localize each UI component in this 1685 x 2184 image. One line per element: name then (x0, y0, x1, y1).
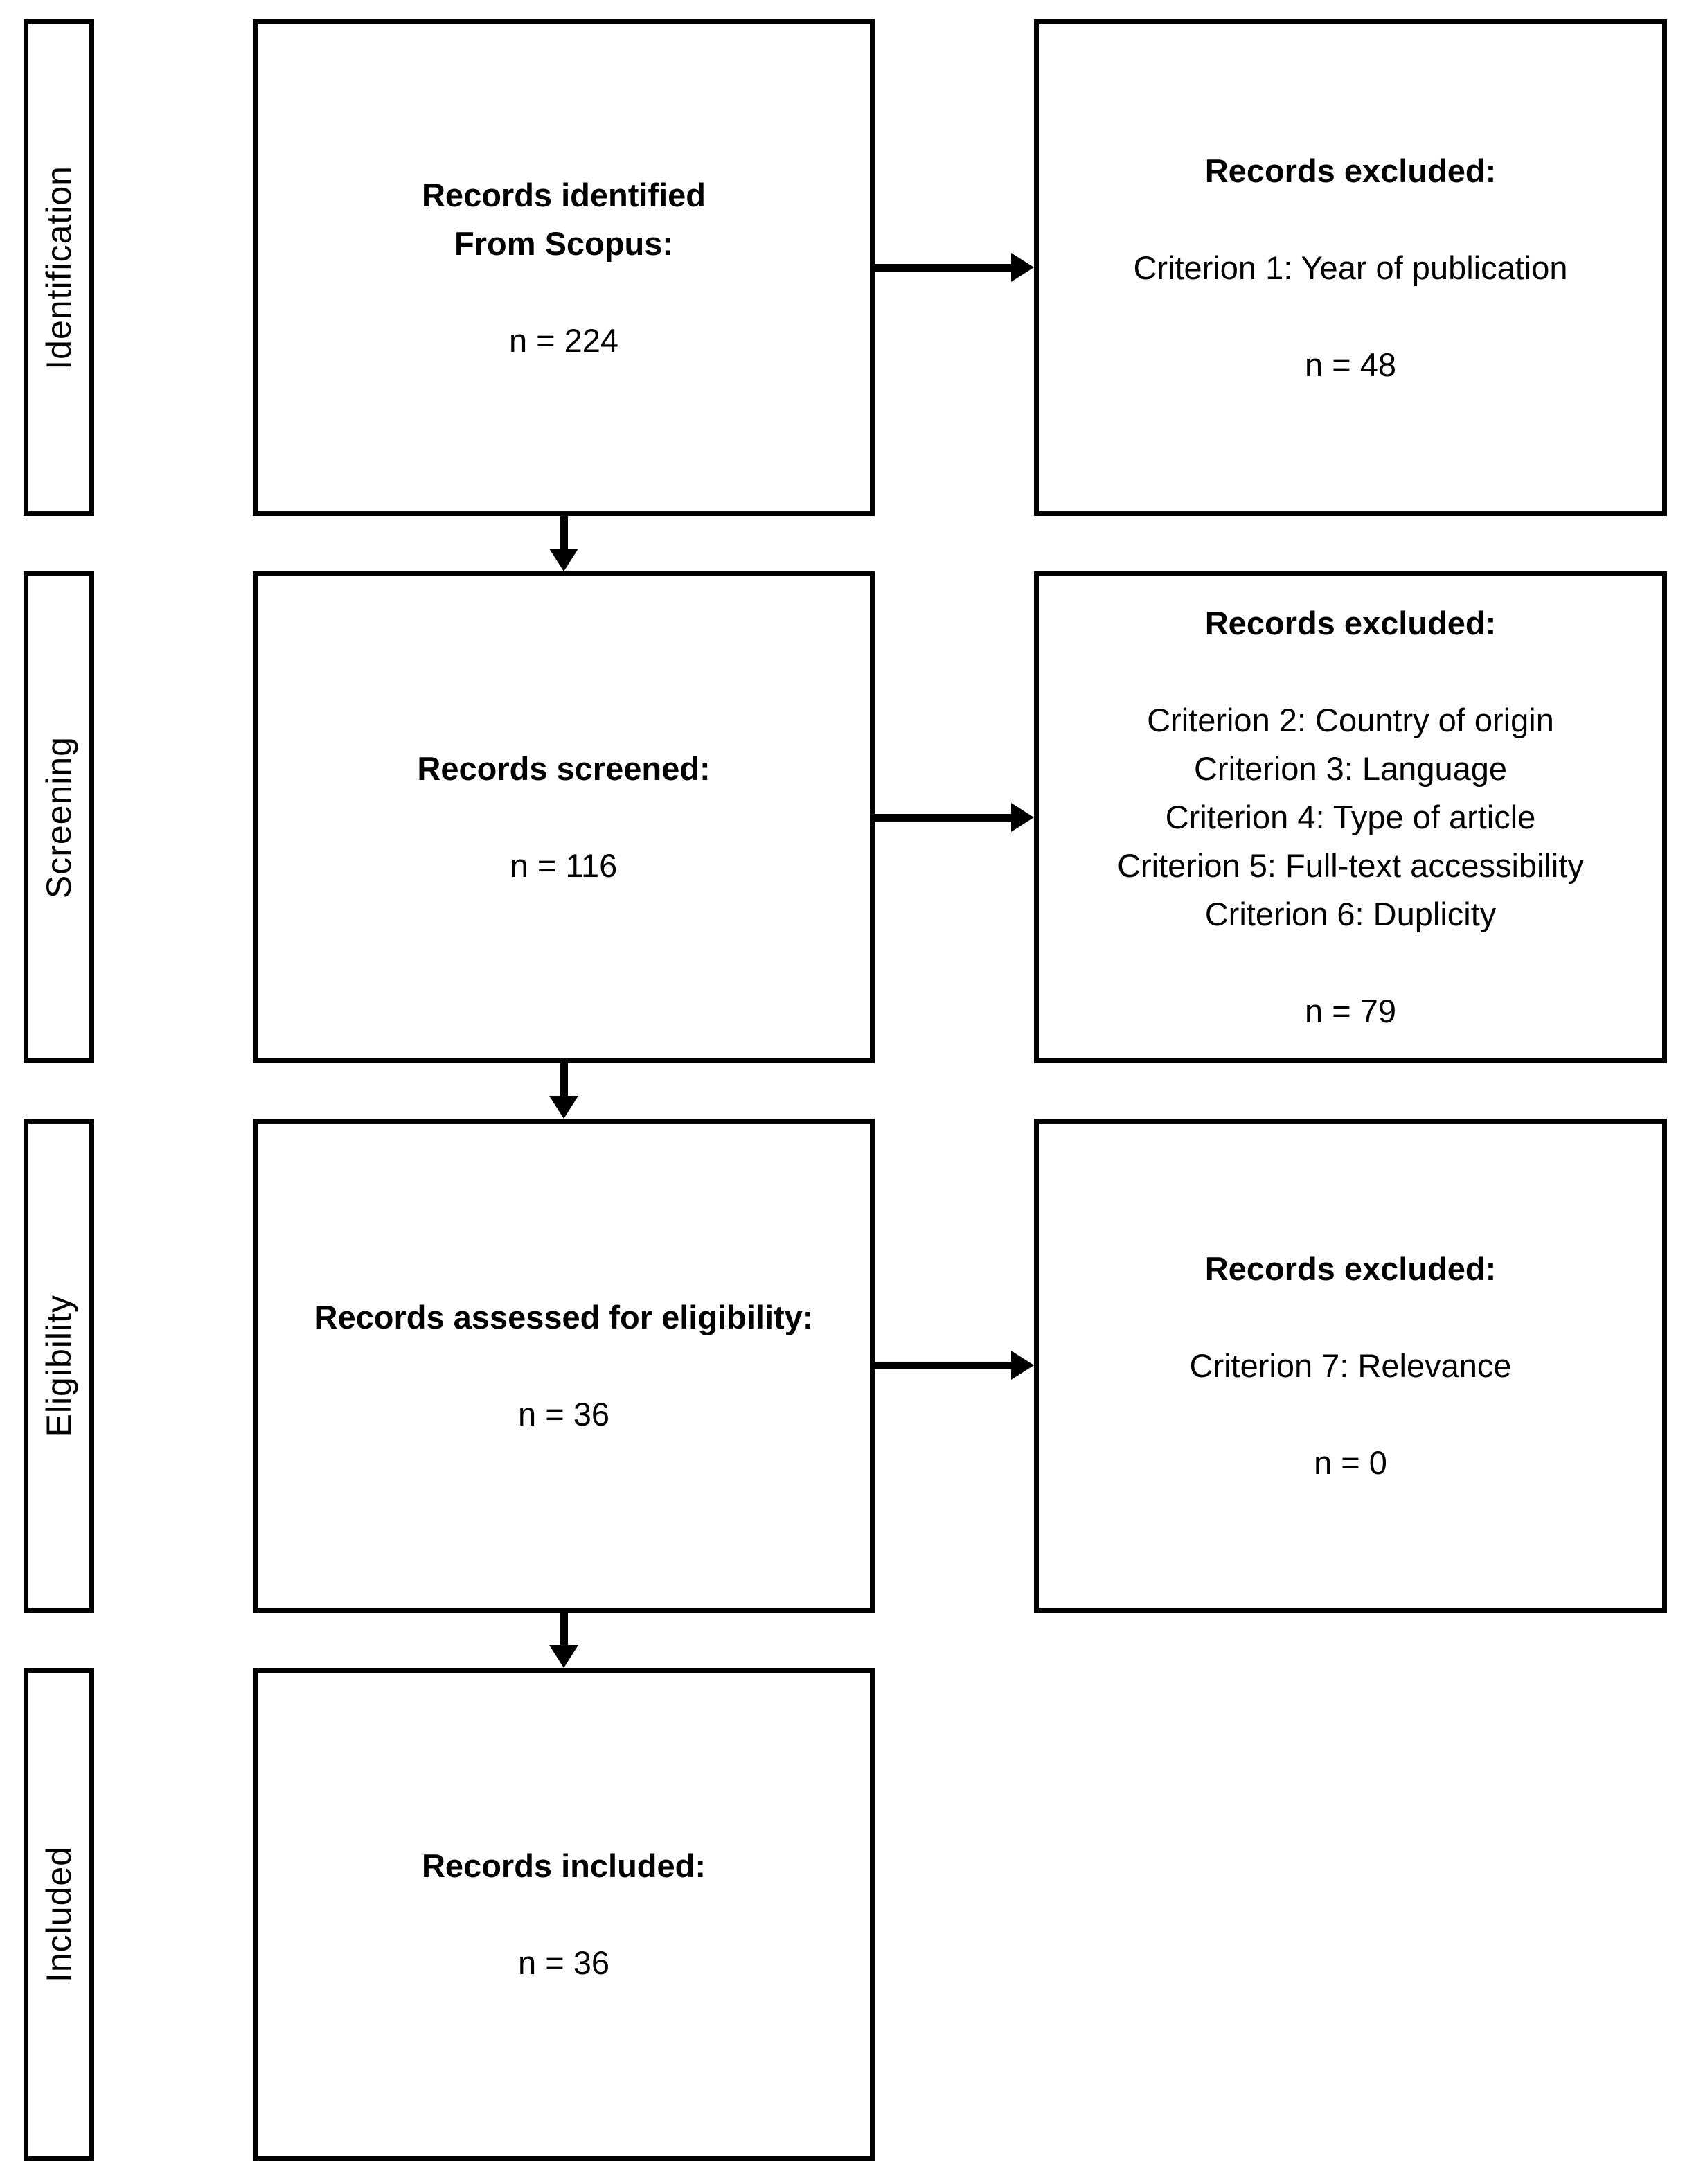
box-count: n = 36 (518, 1944, 609, 1981)
criterion-line: Criterion 1: Year of publication (1133, 249, 1568, 286)
stage-box-included: Included (24, 1668, 94, 2161)
criterion-line: Criterion 4: Type of article (1165, 799, 1536, 835)
box-count: n = 0 (1314, 1444, 1387, 1481)
stage-label-screening: Screening (39, 736, 78, 899)
arrow-head-icon (549, 1645, 578, 1668)
box-records-included: Records included: n = 36 (253, 1668, 875, 2161)
stage-label-identification: Identification (39, 166, 78, 370)
box-excluded-identification: Records excluded: Criterion 1: Year of p… (1034, 19, 1667, 516)
arrow-head-icon (1011, 253, 1034, 282)
stage-box-identification: Identification (24, 19, 94, 516)
box-records-identified: Records identified From Scopus: n = 224 (253, 19, 875, 516)
box-records-screened: Records screened: n = 116 (253, 571, 875, 1063)
arrow-shaft (560, 516, 568, 550)
arrow-shaft (560, 1613, 568, 1646)
box-title: Records included: (421, 1847, 706, 1884)
box-title: Records assessed for eligibility: (314, 1298, 814, 1335)
stage-label-included: Included (39, 1846, 78, 1983)
stage-label-eligibility: Eligibility (39, 1294, 78, 1437)
arrow-head-icon (1011, 1351, 1034, 1380)
criterion-line: Criterion 2: Country of origin (1147, 702, 1554, 738)
arrow-shaft (875, 1362, 1013, 1369)
box-count: n = 79 (1305, 993, 1396, 1029)
box-title: Records excluded: (1204, 1250, 1497, 1287)
box-title-line2: From Scopus: (454, 224, 673, 262)
stage-box-eligibility: Eligibility (24, 1119, 94, 1613)
stage-box-screening: Screening (24, 571, 94, 1063)
arrow-head-icon (549, 1096, 578, 1119)
box-count: n = 224 (508, 321, 619, 359)
box-count: n = 48 (1305, 346, 1396, 383)
criterion-line: Criterion 6: Duplicity (1204, 896, 1497, 932)
box-excluded-eligibility: Records excluded: Criterion 7: Relevance… (1034, 1119, 1667, 1613)
box-title: Records excluded: (1204, 605, 1497, 641)
box-count: n = 36 (518, 1395, 609, 1432)
criterion-line: Criterion 5: Full-text accessibility (1117, 847, 1584, 884)
criterion-line: Criterion 3: Language (1193, 750, 1508, 787)
arrow-shaft (875, 814, 1013, 822)
arrow-shaft (560, 1063, 568, 1097)
arrow-head-icon (1011, 803, 1034, 832)
box-count: n = 116 (510, 847, 618, 884)
box-records-assessed: Records assessed for eligibility: n = 36 (253, 1119, 875, 1613)
box-excluded-screening: Records excluded: Criterion 2: Country o… (1034, 571, 1667, 1063)
box-title: Records screened: (417, 750, 711, 787)
box-title: Records identified (421, 176, 706, 213)
arrow-head-icon (549, 549, 578, 571)
criterion-line: Criterion 7: Relevance (1189, 1347, 1512, 1384)
box-title: Records excluded: (1204, 152, 1497, 189)
arrow-shaft (875, 264, 1013, 272)
